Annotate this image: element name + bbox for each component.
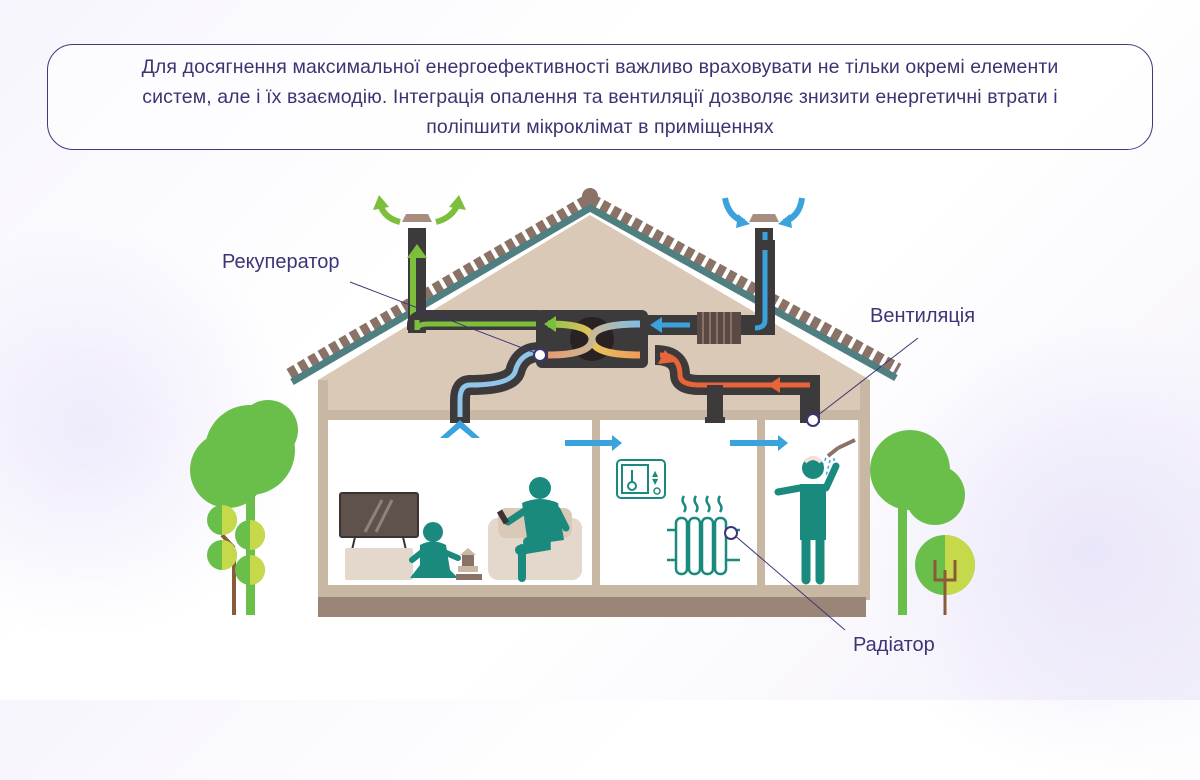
intro-text: Для досягнення максимальної енергоефекти…	[141, 56, 1059, 138]
svg-text:▼: ▼	[652, 477, 659, 486]
supply-vent-arrows	[440, 420, 788, 451]
radiator-marker[interactable]	[724, 526, 738, 540]
tree-right-small	[915, 535, 975, 615]
tree-left-small	[207, 505, 265, 615]
ventilation-marker[interactable]	[806, 413, 820, 427]
tv-icon	[339, 492, 419, 580]
roof	[286, 188, 902, 386]
radiator-icon[interactable]	[667, 495, 740, 576]
ducts	[407, 240, 820, 423]
tree-right-large	[870, 430, 965, 615]
recuperator-marker[interactable]	[533, 348, 547, 362]
ventilation-label: Вентиляція	[870, 305, 976, 327]
thermostat-icon: ▲ ▼	[616, 459, 666, 499]
recuperator-label: Рекуператор	[222, 251, 340, 273]
recuperator-unit[interactable]	[536, 310, 648, 368]
house-ventilation-diagram: ▲ ▼	[190, 188, 975, 631]
child-figure	[409, 522, 482, 580]
adult-on-armchair	[488, 477, 582, 582]
showering-person	[774, 438, 856, 585]
svg-text:▲: ▲	[652, 469, 659, 478]
radiator-label: Радіатор	[853, 634, 935, 656]
callout-lines	[349, 281, 919, 631]
intro-text-box: Для досягнення максимальної енергоефекти…	[47, 44, 1153, 150]
